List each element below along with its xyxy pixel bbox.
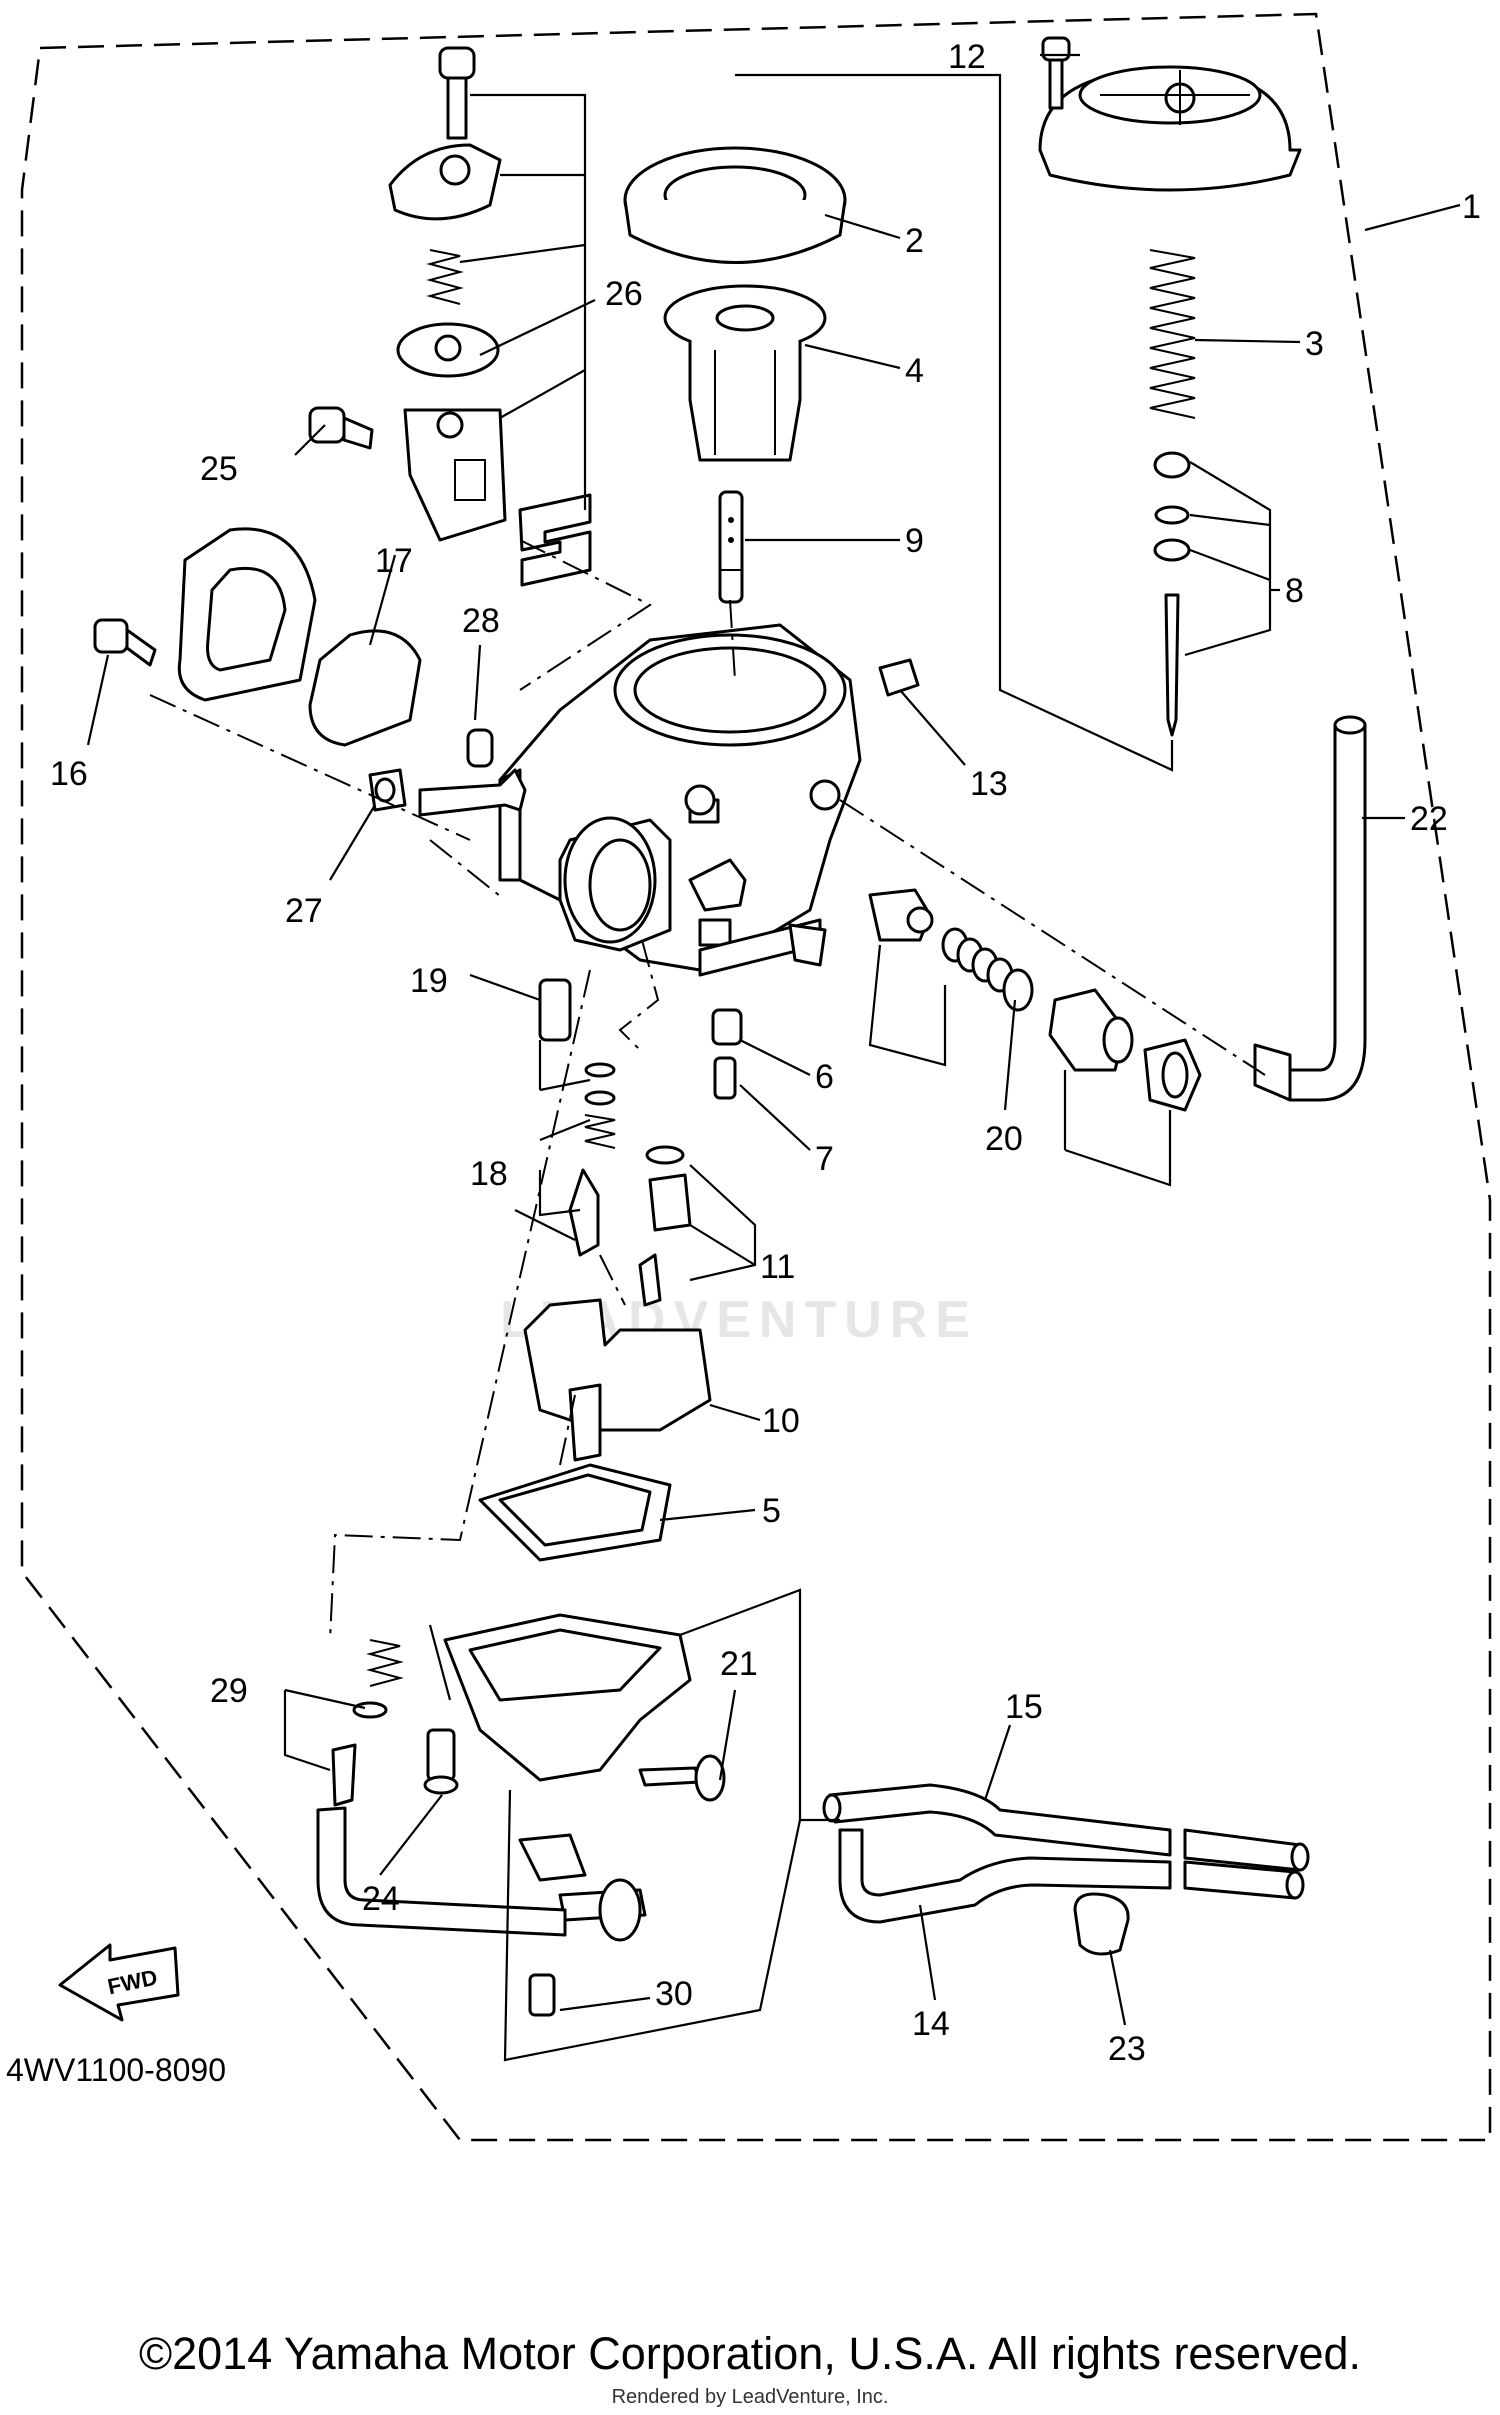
cap-28-part — [466, 728, 494, 768]
callout-13: 13 — [970, 765, 1008, 803]
bolt-16-part — [93, 618, 157, 667]
callout-19: 19 — [410, 962, 448, 1000]
callout-21: 21 — [720, 1645, 758, 1683]
plate-26-part — [396, 322, 500, 378]
float-bowl-part — [443, 1613, 692, 1782]
callout-23: 23 — [1108, 2030, 1146, 2068]
callout-4: 4 — [905, 352, 924, 390]
callout-6: 6 — [815, 1058, 834, 1096]
copyright-notice: ©2014 Yamaha Motor Corporation, U.S.A. A… — [138, 2328, 1362, 2379]
drain-screw-21-part — [638, 1754, 726, 1802]
callout-18: 18 — [470, 1155, 508, 1193]
hose-14-part — [838, 1828, 1172, 1924]
spring-3-part — [1149, 249, 1196, 419]
callout-10: 10 — [762, 1402, 800, 1440]
small-spring-part — [426, 249, 464, 305]
plug-27-part — [368, 768, 407, 812]
callout-8: 8 — [1285, 572, 1304, 610]
hose-ends-part — [1183, 1828, 1310, 1900]
callout-12: 12 — [948, 38, 986, 76]
callout-14: 14 — [912, 2005, 950, 2043]
main-jet-7-part — [713, 1056, 737, 1100]
diaphragm-cover-part — [623, 146, 847, 264]
float-10-part — [523, 1298, 712, 1462]
callout-17: 17 — [375, 542, 413, 580]
piston-valve-part — [663, 284, 827, 462]
drain-hose-part — [316, 1806, 567, 1937]
starter-body-part — [1048, 988, 1134, 1072]
jet-19-part — [538, 978, 572, 1042]
fwd-arrow-icon — [58, 1943, 180, 2022]
spring-29-part — [331, 1639, 404, 1807]
hose-15-part — [822, 1783, 1172, 1857]
callout-11: 11 — [760, 1248, 795, 1286]
carburetor-body-part — [498, 623, 862, 977]
hose-nipple-part — [418, 768, 527, 817]
callout-20: 20 — [985, 1120, 1023, 1158]
callout-1: 1 — [1462, 188, 1481, 226]
callout-25: 25 — [200, 450, 238, 488]
callout-30: 30 — [655, 1975, 693, 2013]
o-ring-20-part — [1002, 968, 1034, 1012]
starter-plunger-part — [868, 888, 934, 942]
gasket-5-part — [478, 1463, 672, 1562]
starter-spring-part — [941, 927, 1014, 993]
callout-29: 29 — [210, 1672, 248, 1710]
bracket-part — [403, 408, 507, 542]
starter-cap-part — [1143, 1038, 1202, 1112]
screw-25-part — [308, 406, 374, 450]
left-top-screw-part — [438, 46, 476, 140]
callout-7: 7 — [815, 1140, 834, 1178]
throttle-cover-part — [388, 143, 502, 221]
top-cover-part — [1038, 65, 1302, 192]
clamp-23-part — [1073, 1892, 1130, 1956]
leader-lines — [86, 53, 1461, 2062]
callout-22: 22 — [1410, 800, 1448, 838]
callout-26: 26 — [605, 275, 643, 313]
pilot-screw-18-part — [568, 1062, 616, 1257]
assembly-boundary — [20, 12, 1492, 2142]
jet-holder-6-part — [711, 1008, 743, 1046]
needle-clip-8-part — [1153, 451, 1191, 737]
plug-13-part — [878, 658, 920, 697]
intake-plate-part — [177, 527, 317, 702]
diagram-code: 4WV1100-8090 — [6, 2052, 226, 2088]
cable-clip-part — [518, 493, 592, 587]
callout-28: 28 — [462, 602, 500, 640]
callout-15: 15 — [1005, 1688, 1043, 1726]
drain-valve-30-part — [518, 1833, 647, 2017]
screw-24-part — [423, 1728, 459, 1795]
needle-valve-11-part — [638, 1145, 692, 1307]
exploded-parts-diagram: 1 2 3 4 5 6 7 8 9 10 11 12 13 14 15 16 1… — [20, 12, 1492, 2142]
gasket-17-part — [308, 629, 422, 747]
callout-24: 24 — [362, 1880, 400, 1918]
callout-16: 16 — [50, 755, 88, 793]
callout-numbers: 1 2 3 4 5 6 7 8 9 10 11 12 13 14 15 16 1… — [50, 38, 1481, 2068]
callout-9: 9 — [905, 522, 924, 560]
callout-27: 27 — [285, 892, 323, 930]
hose-22-part — [1253, 715, 1367, 1102]
rendered-by-notice: Rendered by LeadVenture, Inc. — [611, 2386, 889, 2408]
callout-5: 5 — [762, 1492, 781, 1530]
callout-2: 2 — [905, 222, 924, 260]
callout-3: 3 — [1305, 325, 1324, 363]
needle-jet-part — [718, 490, 744, 604]
